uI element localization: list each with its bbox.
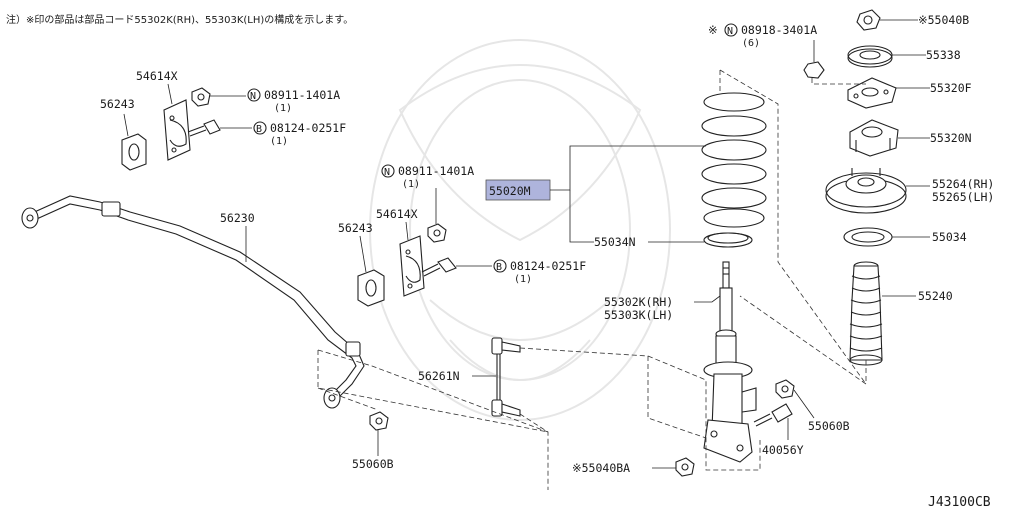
clamp-54614X-upper[interactable] bbox=[163, 99, 191, 161]
leader-56243-upper bbox=[123, 113, 129, 137]
dash-link-bottom bbox=[519, 413, 549, 490]
nut-55040BA[interactable] bbox=[675, 457, 695, 477]
label-55320F[interactable]: 55320F bbox=[930, 81, 972, 95]
watermark-emblem bbox=[369, 39, 671, 421]
qty-08911-upper: (1) bbox=[274, 103, 292, 114]
stabilizer-link-56261N[interactable] bbox=[491, 337, 521, 417]
leader-55020M-b bbox=[569, 190, 594, 243]
dash-mount-b bbox=[739, 295, 867, 385]
clamp-54614X-middle[interactable] bbox=[399, 235, 425, 297]
dash-bar-b bbox=[317, 349, 549, 433]
n-mark-08911-middle: N bbox=[384, 167, 390, 178]
label-08918[interactable]: 08918-3401A bbox=[741, 23, 817, 37]
strut-55302K-55303K[interactable] bbox=[703, 261, 757, 463]
seat-55034N[interactable] bbox=[703, 232, 753, 248]
seat-55034-right[interactable] bbox=[843, 227, 893, 247]
dash-mount-c bbox=[719, 69, 867, 385]
label-55040B[interactable]: ※55040B bbox=[918, 13, 969, 27]
label-08911-middle[interactable]: 08911-1401A bbox=[398, 164, 474, 178]
n-circle-08911-upper bbox=[247, 88, 261, 102]
stabilizer-bar-56230[interactable] bbox=[21, 195, 365, 409]
b-circle-08124-upper bbox=[253, 121, 267, 135]
label-56261N[interactable]: 56261N bbox=[418, 369, 460, 383]
label-08918-mark: ※ bbox=[708, 23, 718, 37]
dash-link-top bbox=[519, 347, 649, 357]
nut-08918[interactable] bbox=[803, 61, 825, 79]
b-mark-08124-middle: B bbox=[496, 262, 502, 273]
n-circle-08911-middle bbox=[381, 164, 395, 178]
label-55264[interactable]: 55264(RH) bbox=[932, 177, 994, 191]
leader-55302K bbox=[694, 295, 721, 303]
b-circle-08124-middle bbox=[493, 259, 507, 273]
insulator-55264-55265[interactable] bbox=[825, 168, 907, 214]
n-circle-08918 bbox=[724, 23, 738, 37]
label-08124-upper[interactable]: 08124-0251F bbox=[270, 121, 346, 135]
label-08124-middle[interactable]: 08124-0251F bbox=[510, 259, 586, 273]
bushing-56243-middle[interactable] bbox=[357, 269, 385, 307]
dash-strut-link bbox=[647, 356, 707, 439]
label-08911-upper[interactable]: 08911-1401A bbox=[264, 88, 340, 102]
nut-55060B-left[interactable] bbox=[369, 411, 389, 431]
bolt-08124-middle[interactable] bbox=[421, 257, 457, 277]
leader-56243-middle bbox=[359, 235, 367, 273]
label-55034N[interactable]: 55034N bbox=[594, 235, 636, 249]
boot-55240[interactable] bbox=[849, 261, 883, 366]
label-56243-middle[interactable]: 56243 bbox=[338, 221, 373, 235]
label-55302K[interactable]: 55302K(RH) bbox=[604, 295, 673, 309]
nut-55040B[interactable] bbox=[856, 9, 881, 31]
dash-bar-c bbox=[317, 387, 379, 411]
qty-08918: (6) bbox=[742, 38, 760, 49]
label-55265[interactable]: 55265(LH) bbox=[932, 190, 994, 204]
plate-55320F[interactable] bbox=[847, 77, 897, 109]
mount-55320N[interactable] bbox=[849, 119, 899, 157]
label-55303K[interactable]: 55303K(LH) bbox=[604, 308, 673, 322]
label-55338[interactable]: 55338 bbox=[926, 48, 961, 62]
dash-bar-a bbox=[317, 350, 549, 433]
bushing-56243-upper[interactable] bbox=[121, 133, 147, 171]
label-55240[interactable]: 55240 bbox=[918, 289, 953, 303]
n-mark-08911-upper: N bbox=[250, 91, 256, 102]
coil-spring-55020M[interactable] bbox=[701, 92, 767, 228]
leader-55020M-a bbox=[550, 145, 706, 191]
qty-08911-middle: (1) bbox=[402, 179, 420, 190]
nut-08911-upper[interactable] bbox=[191, 87, 211, 107]
nut-08911-middle[interactable] bbox=[427, 223, 447, 243]
header-note: 注）※印の部品は部品コード55302K(RH)、55303K(LH)の構成を示し… bbox=[6, 13, 353, 26]
label-55060B-left[interactable]: 55060B bbox=[352, 457, 394, 471]
leader-54614X-middle bbox=[405, 221, 409, 241]
label-55040BA[interactable]: ※55040BA bbox=[572, 461, 630, 475]
label-54614X-upper[interactable]: 54614X bbox=[136, 69, 178, 83]
leader-55060B-right bbox=[793, 389, 815, 419]
label-56243-upper[interactable]: 56243 bbox=[100, 97, 135, 111]
dash-strut-lower bbox=[647, 355, 761, 471]
label-55060B-right[interactable]: 55060B bbox=[808, 419, 850, 433]
label-56230[interactable]: 56230 bbox=[220, 211, 255, 225]
washer-55338[interactable] bbox=[847, 45, 893, 68]
n-mark-08918: N bbox=[727, 26, 733, 37]
label-55020M[interactable]: 55020M bbox=[489, 184, 531, 198]
label-55320N[interactable]: 55320N bbox=[930, 131, 972, 145]
bolt-40056Y[interactable] bbox=[753, 403, 793, 427]
leader-54614X-upper bbox=[167, 83, 173, 105]
bolt-08124-upper[interactable] bbox=[187, 119, 221, 137]
b-mark-08124-upper: B bbox=[256, 124, 262, 135]
qty-08124-middle: (1) bbox=[514, 274, 532, 285]
qty-08124-upper: (1) bbox=[270, 136, 288, 147]
label-40056Y[interactable]: 40056Y bbox=[762, 443, 804, 457]
nut-55060B-right[interactable] bbox=[775, 379, 795, 399]
label-54614X-middle[interactable]: 54614X bbox=[376, 207, 418, 221]
diagram-code: J43100CB bbox=[928, 495, 991, 510]
label-55034-right[interactable]: 55034 bbox=[932, 230, 967, 244]
